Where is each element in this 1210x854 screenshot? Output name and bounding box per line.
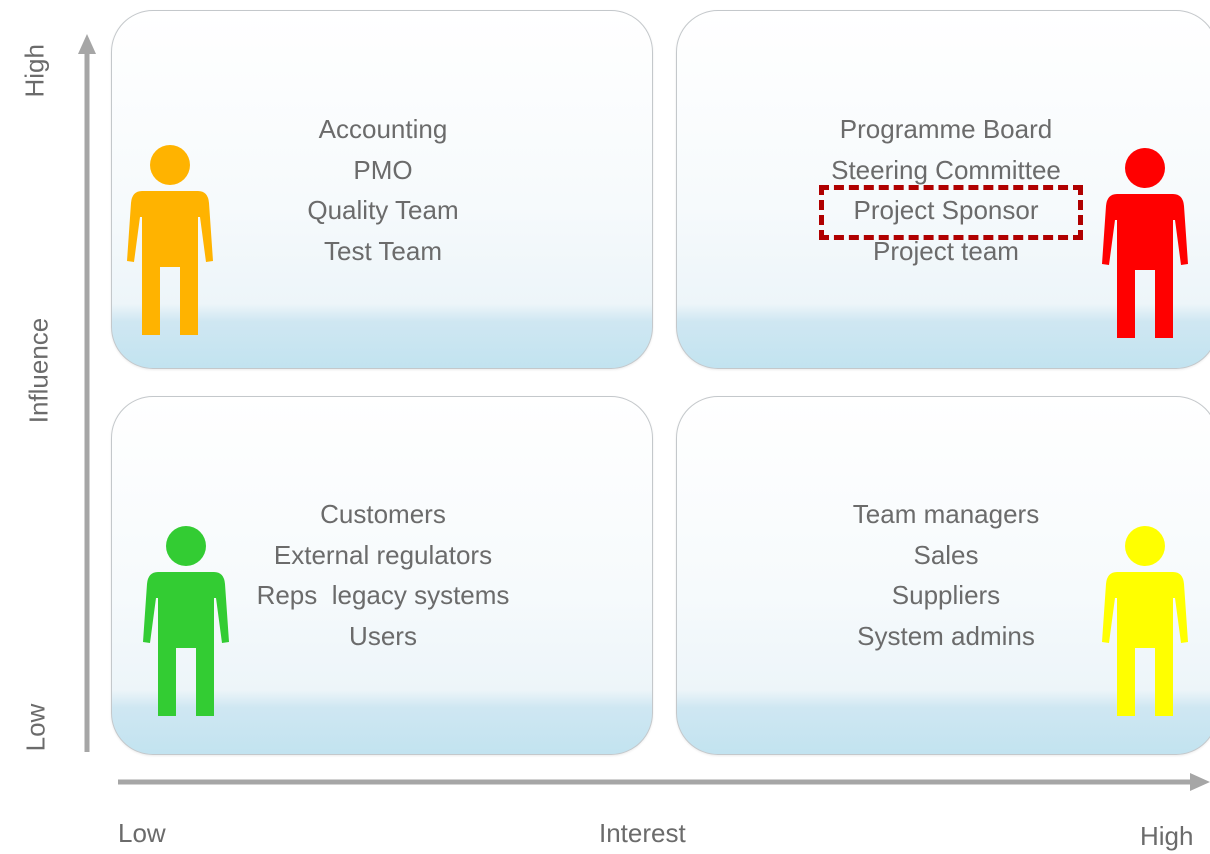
stakeholder-item: System admins	[857, 620, 1035, 651]
stakeholder-item-highlighted: Project Sponsor	[853, 195, 1039, 225]
person-icon-orange	[127, 145, 213, 335]
stakeholder-item: PMO	[353, 154, 413, 185]
stakeholder-item: Team managers	[852, 499, 1040, 529]
stakeholder-item: Quality Team	[307, 195, 459, 225]
stakeholder-item: Accounting	[318, 114, 448, 144]
x-axis-title: Interest	[599, 818, 686, 848]
quadrant-top-right-list: Programme Board Steering Committee Proje…	[831, 109, 1061, 271]
y-axis-arrowhead	[78, 34, 96, 54]
x-axis-low-label: Low	[118, 818, 166, 848]
stakeholder-item: Test Team	[323, 235, 443, 266]
person-icon-yellow	[1102, 526, 1188, 716]
quadrant-high-influence-low-interest	[111, 10, 653, 369]
stakeholder-item: Project team	[873, 235, 1019, 266]
highlight-project-sponsor-box	[819, 185, 1083, 240]
y-axis-low-label: Low	[20, 703, 51, 752]
y-axis-high-label: High	[19, 44, 50, 98]
quadrant-top-left-list: Accounting PMO Quality Team Test Team	[307, 109, 458, 271]
person-icon-red	[1102, 148, 1188, 338]
y-axis-title: Influence	[23, 317, 54, 424]
stakeholder-item: Sales	[913, 539, 979, 570]
stakeholder-item: Steering Committee	[831, 154, 1061, 185]
stakeholder-item: Suppliers	[891, 580, 1001, 610]
stakeholder-item: Customers	[320, 499, 446, 529]
x-axis-high-label: High	[1140, 821, 1194, 851]
quadrant-bottom-right-list: Team managers Sales Suppliers System adm…	[853, 494, 1039, 656]
x-axis-arrowhead	[1190, 773, 1210, 791]
quadrant-bottom-left-list: Customers External regulators Reps legac…	[257, 494, 510, 656]
stakeholder-item: Users	[349, 620, 417, 651]
stakeholder-item: Programme Board	[839, 114, 1053, 144]
person-icon-green	[143, 526, 229, 716]
stakeholder-item: External regulators	[273, 539, 493, 570]
stakeholder-item: Reps legacy systems	[256, 580, 510, 610]
